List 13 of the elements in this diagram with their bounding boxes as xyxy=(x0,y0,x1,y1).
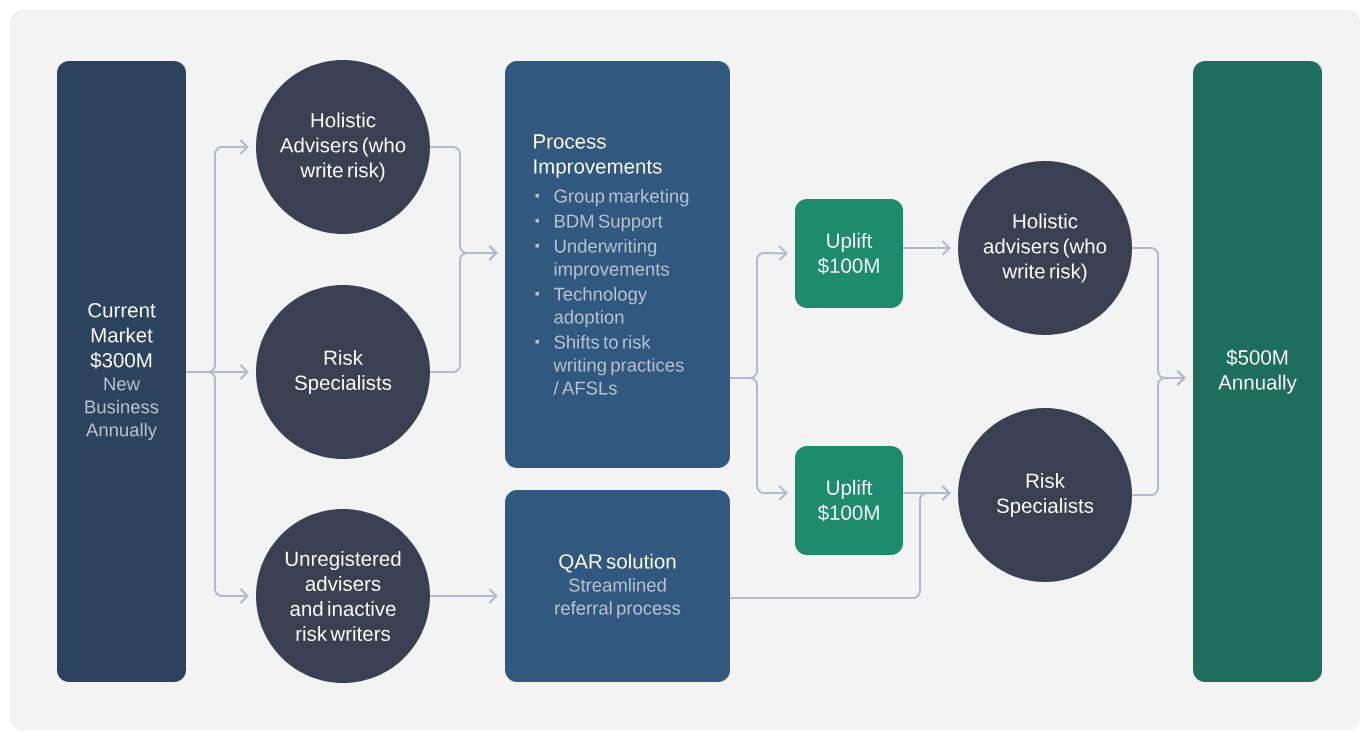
arrow xyxy=(429,588,498,604)
arrow xyxy=(902,240,951,256)
total-box: $500M Annually xyxy=(1193,61,1322,682)
arrow xyxy=(185,371,249,604)
arrow xyxy=(1131,370,1186,496)
uplift-box: Uplift $100M xyxy=(795,199,903,308)
solution-box: QAR solution Streamlined referral process xyxy=(505,490,730,682)
arrow xyxy=(729,377,788,501)
arrow xyxy=(729,485,951,599)
market-box: Current Market $300M New Business Annually xyxy=(57,61,186,682)
arrow xyxy=(429,245,498,373)
improvements-box: Process Improvements Group marketing BDM Support Underwriting improvements Technology adoption Shifts to risk writing practices / AFSLs xyxy=(505,61,730,468)
uplift-box: Uplift $100M xyxy=(795,446,903,555)
